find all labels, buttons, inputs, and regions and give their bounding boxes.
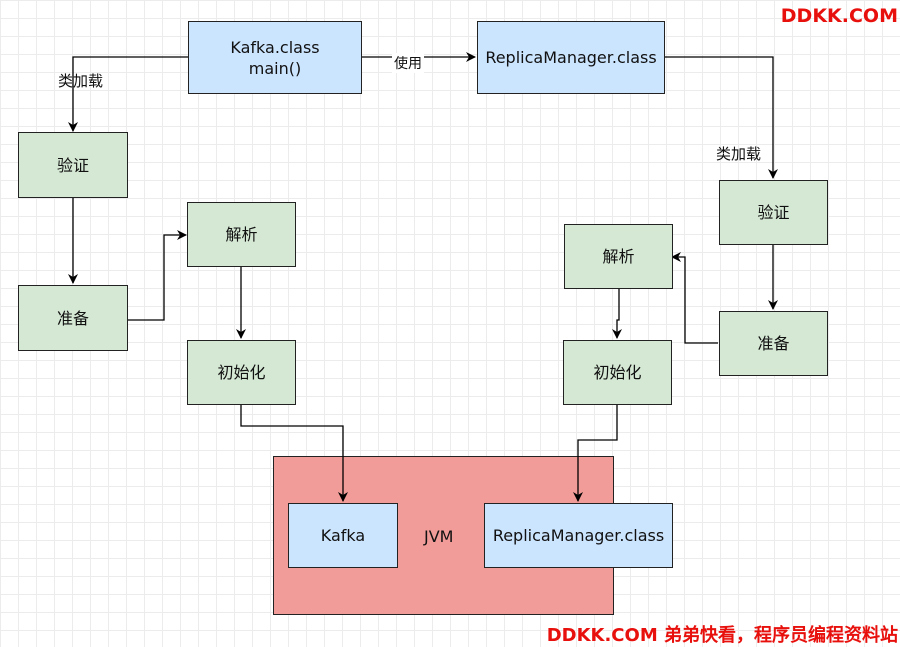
edge-right-prepare-parse (671, 252, 718, 344)
right-verify-node: 验证 (719, 180, 828, 245)
left-verify-node: 验证 (18, 132, 128, 198)
right-prepare-node: 准备 (719, 311, 828, 376)
edge-label-use: 使用 (392, 53, 424, 73)
jvm-kafka-node: Kafka (288, 503, 398, 568)
right-parse-node: 解析 (564, 224, 673, 289)
edge-left-prepare-parse (128, 230, 187, 321)
left-init-node: 初始化 (187, 340, 296, 405)
watermark-bottom: DDKK.COM 弟弟快看，程序员编程资料站 (546, 625, 898, 646)
edge-right-parse-init (612, 289, 622, 339)
left-parse-node: 解析 (187, 202, 296, 267)
edge-label-right-load: 类加载 (716, 145, 762, 163)
jvm-label: JVM (424, 527, 454, 546)
edge-right-init-replica (573, 405, 618, 502)
edge-label-left-load: 类加载 (58, 72, 104, 90)
edge-left-load (68, 56, 188, 132)
edge-right-load (665, 56, 778, 179)
jvm-replica-node: ReplicaManager.class (484, 503, 673, 568)
replica-manager-node: ReplicaManager.class (477, 21, 665, 94)
left-prepare-node: 准备 (18, 285, 128, 351)
watermark-top: DDKK.COM (780, 5, 898, 27)
kafka-main-node: Kafka.class main() (188, 21, 362, 94)
right-init-node: 初始化 (563, 340, 672, 405)
edge-left-init-kafka (240, 405, 348, 502)
